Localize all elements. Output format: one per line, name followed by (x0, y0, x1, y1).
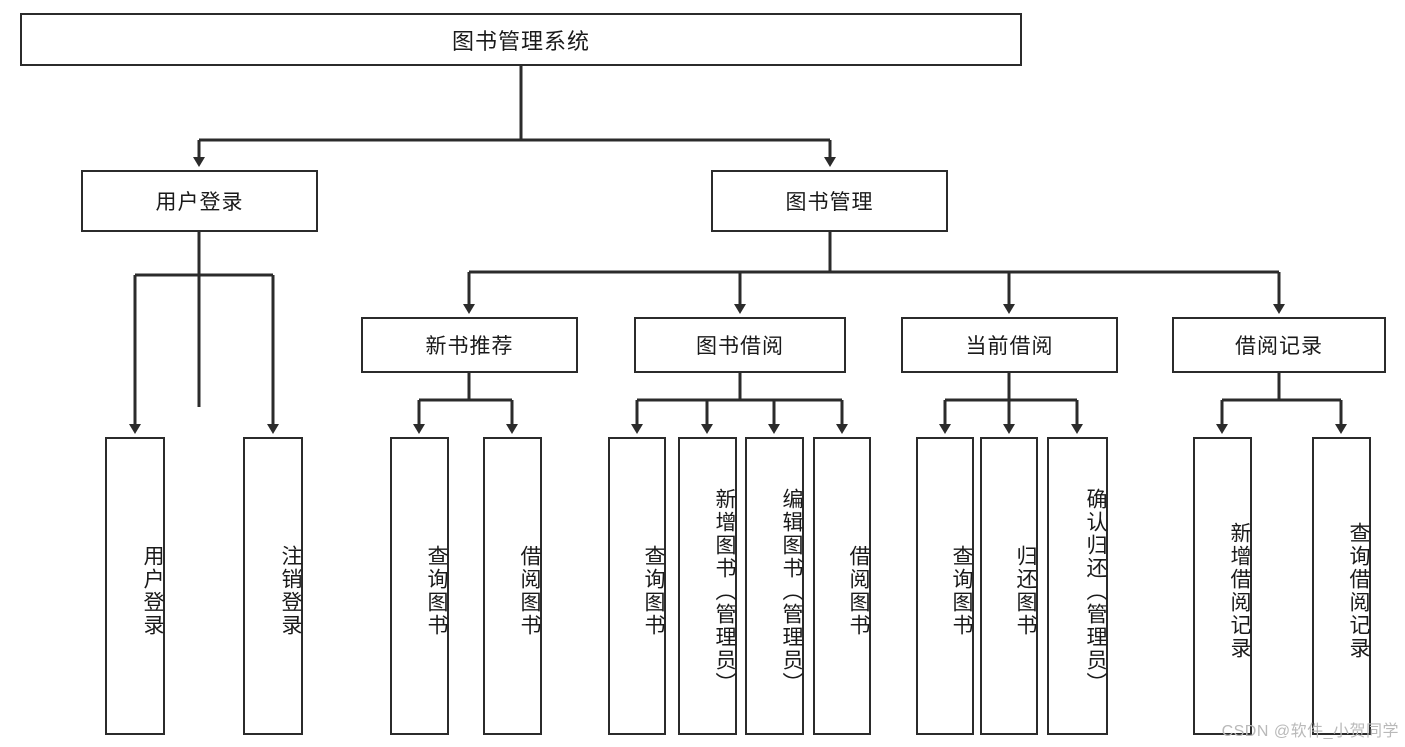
node-book-manage[interactable]: 图书管理 (711, 170, 948, 232)
node-leaf-query-book-3-label: 查询图书 (950, 545, 973, 637)
node-leaf-edit-book-label: 编辑图书（管理员） (780, 487, 803, 695)
node-leaf-query-book-1-label: 查询图书 (425, 545, 448, 637)
node-leaf-query-book-2[interactable]: 查询图书 (608, 437, 666, 735)
node-leaf-user-login[interactable]: 用户登录 (105, 437, 165, 735)
node-leaf-edit-book[interactable]: 编辑图书（管理员） (745, 437, 804, 735)
node-leaf-return-book[interactable]: 归还图书 (980, 437, 1038, 735)
node-leaf-query-book-3[interactable]: 查询图书 (916, 437, 974, 735)
node-user-login-label: 用户登录 (155, 191, 244, 214)
watermark: CSDN @软件_小贺同学 (1221, 723, 1399, 740)
node-book-borrow-label: 图书借阅 (696, 335, 784, 358)
node-leaf-query-record-label: 查询借阅记录 (1347, 522, 1370, 660)
node-leaf-query-record[interactable]: 查询借阅记录 (1312, 437, 1371, 735)
node-leaf-confirm-return-label: 确认归还（管理员） (1084, 487, 1107, 695)
node-leaf-user-logout-label: 注销登录 (279, 545, 302, 637)
node-leaf-user-logout[interactable]: 注销登录 (243, 437, 303, 735)
node-new-book-rec[interactable]: 新书推荐 (361, 317, 578, 373)
node-leaf-confirm-return[interactable]: 确认归还（管理员） (1047, 437, 1108, 735)
node-current-borrow-label: 当前借阅 (965, 335, 1054, 358)
node-borrow-record-label: 借阅记录 (1235, 335, 1323, 358)
node-leaf-query-book-2-label: 查询图书 (642, 545, 665, 637)
node-current-borrow[interactable]: 当前借阅 (901, 317, 1118, 373)
node-leaf-add-book-label: 新增图书（管理员） (713, 487, 736, 695)
node-user-login[interactable]: 用户登录 (81, 170, 318, 232)
node-root-label: 图书管理系统 (451, 28, 590, 54)
node-leaf-add-record[interactable]: 新增借阅记录 (1193, 437, 1252, 735)
node-leaf-user-login-label: 用户登录 (141, 545, 164, 637)
node-root[interactable]: 图书管理系统 (20, 13, 1022, 66)
node-leaf-add-book[interactable]: 新增图书（管理员） (678, 437, 737, 735)
node-new-book-rec-label: 新书推荐 (425, 335, 514, 358)
node-leaf-borrow-book-2[interactable]: 借阅图书 (813, 437, 871, 735)
node-leaf-borrow-book-2-label: 借阅图书 (847, 545, 870, 637)
node-leaf-add-record-label: 新增借阅记录 (1228, 522, 1251, 660)
node-book-manage-label: 图书管理 (785, 191, 874, 214)
node-book-borrow[interactable]: 图书借阅 (634, 317, 846, 373)
node-borrow-record[interactable]: 借阅记录 (1172, 317, 1386, 373)
node-leaf-query-book-1[interactable]: 查询图书 (390, 437, 449, 735)
node-leaf-borrow-book-1-label: 借阅图书 (518, 545, 541, 637)
node-leaf-borrow-book-1[interactable]: 借阅图书 (483, 437, 542, 735)
node-leaf-return-book-label: 归还图书 (1014, 545, 1037, 637)
